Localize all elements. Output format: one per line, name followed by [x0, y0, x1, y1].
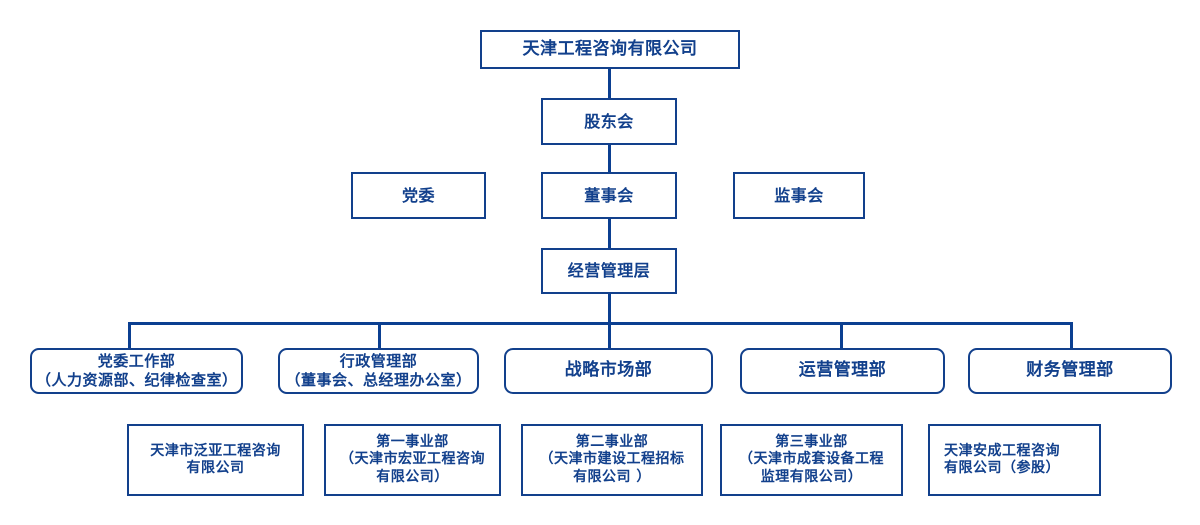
connector-company-to-shareholders [608, 68, 611, 98]
subsidiary-3-line3: 有限公司 ） [573, 468, 651, 485]
connector-management-to-bus [608, 294, 611, 322]
node-department-operations[interactable]: 运营管理部 [740, 348, 945, 394]
node-department-administration[interactable]: 行政管理部 （董事会、总经理办公室） [278, 348, 479, 394]
connector-bus-to-department-5 [1070, 322, 1073, 348]
subsidiary-1-line1: 天津市泛亚工程咨询 [150, 442, 281, 459]
node-subsidiary-fanya[interactable]: 天津市泛亚工程咨询 有限公司 [127, 424, 304, 496]
department-1-line1: 党委工作部 [97, 352, 176, 371]
subsidiary-4-line1: 第三事业部 [775, 433, 848, 450]
department-1-line2: （人力资源部、纪律检查室） [36, 371, 238, 389]
node-party-committee-label: 党委 [401, 185, 435, 205]
node-shareholders-label: 股东会 [584, 111, 634, 131]
connector-bus-to-department-1 [128, 322, 131, 348]
node-board-of-directors[interactable]: 董事会 [541, 172, 677, 219]
node-subsidiary-division-3[interactable]: 第三事业部 （天津市成套设备工程 监理有限公司） [720, 424, 903, 496]
node-shareholders-meeting[interactable]: 股东会 [541, 98, 677, 145]
connector-bus-to-department-3 [608, 322, 611, 348]
department-5-line1: 财务管理部 [1026, 360, 1114, 381]
node-company[interactable]: 天津工程咨询有限公司 [480, 30, 740, 69]
subsidiary-2-line2: （天津市宏亚工程咨询 [340, 451, 485, 468]
subsidiary-2-line1: 第一事业部 [376, 433, 449, 450]
node-supervisory-label: 监事会 [774, 185, 824, 205]
node-company-label: 天津工程咨询有限公司 [522, 38, 698, 59]
connector-shareholders-to-board [608, 145, 611, 172]
department-3-line1: 战略市场部 [564, 360, 653, 381]
subsidiary-5-line1: 天津安成工程咨询 [944, 442, 1060, 459]
subsidiary-3-line2: （天津市建设工程招标 [539, 451, 685, 468]
subsidiary-3-line1: 第二事业部 [575, 433, 649, 450]
subsidiary-2-line3: 有限公司） [376, 468, 449, 485]
node-management-layer[interactable]: 经营管理层 [541, 248, 677, 294]
connector-bus-to-department-2 [378, 322, 381, 348]
node-subsidiary-ancheng[interactable]: 天津安成工程咨询 有限公司（参股） [928, 424, 1101, 496]
node-department-party-work[interactable]: 党委工作部 （人力资源部、纪律检查室） [30, 348, 243, 394]
subsidiary-4-line2: （天津市成套设备工程 [739, 451, 884, 468]
node-subsidiary-division-1[interactable]: 第一事业部 （天津市宏亚工程咨询 有限公司） [324, 424, 501, 496]
node-management-label: 经营管理层 [567, 261, 651, 280]
department-2-line2: （董事会、总经理办公室） [285, 371, 472, 389]
subsidiary-5-line2: 有限公司（参股） [944, 460, 1060, 476]
node-supervisory-board[interactable]: 监事会 [733, 172, 865, 219]
node-board-label: 董事会 [584, 185, 634, 205]
subsidiary-1-line2: 有限公司 [186, 460, 245, 476]
node-department-strategy-market[interactable]: 战略市场部 [504, 348, 713, 394]
node-party-committee[interactable]: 党委 [351, 172, 486, 219]
node-subsidiary-division-2[interactable]: 第二事业部 （天津市建设工程招标 有限公司 ） [521, 424, 703, 496]
connector-bus-to-department-4 [840, 322, 843, 348]
department-2-line1: 行政管理部 [339, 352, 418, 371]
subsidiary-4-line3: 监理有限公司） [760, 468, 863, 485]
department-4-line1: 运营管理部 [798, 360, 887, 381]
connector-board-to-management [608, 219, 611, 248]
connector-department-bus [128, 322, 1073, 325]
node-department-finance[interactable]: 财务管理部 [968, 348, 1172, 394]
